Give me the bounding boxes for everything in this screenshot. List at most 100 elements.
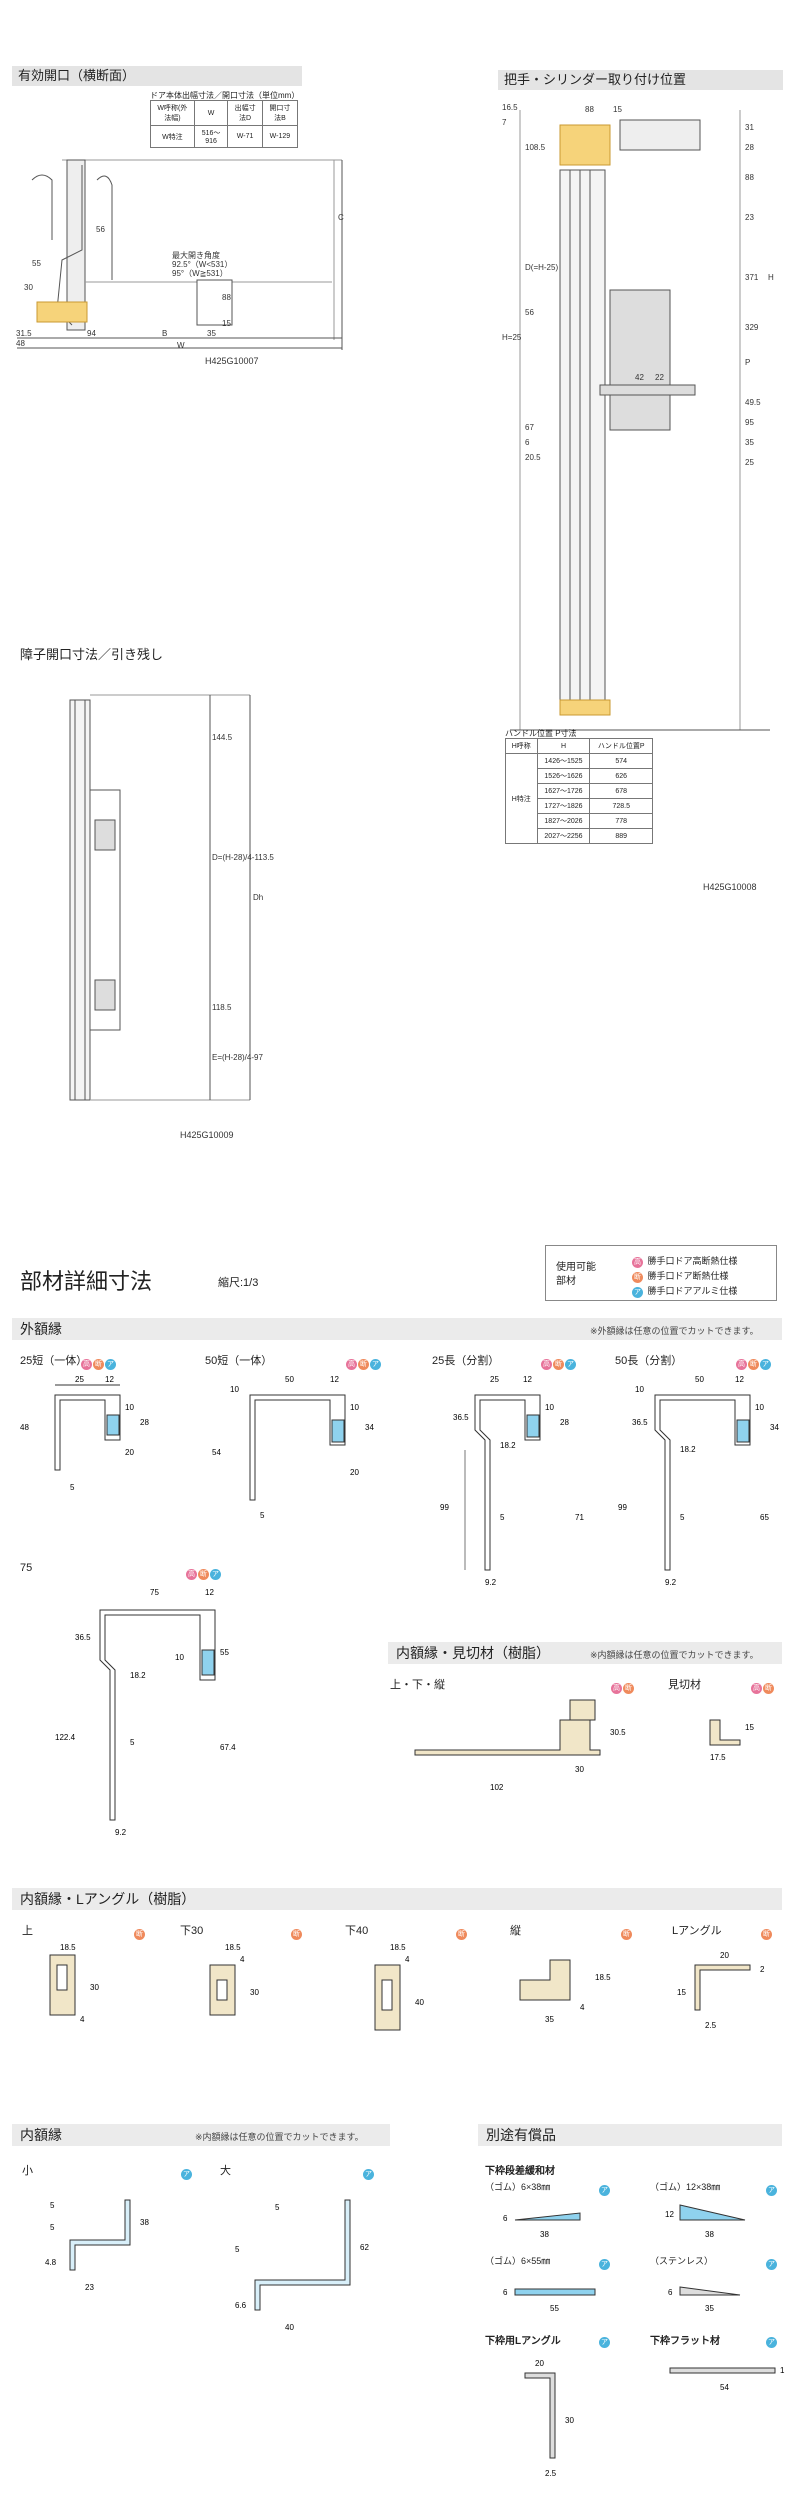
table-cell: H特注: [505, 753, 538, 844]
section-note: ※内額縁は任意の位置でカットできます。: [195, 2132, 364, 2142]
dim-label: 31: [745, 123, 754, 132]
sash-opening-drawing: 144.5 D=(H-28)/4-113.5 Dh 118.5 E=(H-28)…: [69, 694, 274, 1101]
dim-label: 20: [125, 1448, 134, 1457]
dim-label: 12: [205, 1588, 214, 1597]
dim-label: 20.5: [525, 453, 541, 462]
dim-label: 5: [500, 1513, 505, 1522]
dim-label: 30: [90, 1983, 99, 1992]
dim-label: 12: [330, 1375, 339, 1384]
dim-label: 12: [735, 1375, 744, 1384]
dim-label: 4.8: [45, 2258, 57, 2267]
dim-label: 25: [745, 458, 754, 467]
profile-drawing: 12 38: [665, 2204, 746, 2239]
badge-icon: ア: [105, 1359, 116, 1370]
dim-label: 108.5: [525, 143, 546, 152]
dim-label: H=25: [502, 333, 522, 342]
badge-icon: 断: [763, 1683, 774, 1694]
dim-label: 10: [230, 1385, 239, 1394]
dim-label: 6: [668, 2288, 673, 2297]
badge-icon: 断: [748, 1359, 759, 1370]
handle-table-caption: ハンドル位置 P寸法: [505, 729, 577, 738]
table-header: W呼称(外法幅): [150, 100, 195, 126]
dim-label: 48: [16, 339, 25, 348]
part-name: 25短（一体）: [20, 1355, 88, 1367]
dim-label: 9.2: [115, 1828, 127, 1837]
dim-label: H: [768, 273, 774, 282]
legend-item: ア 勝手口ドアアルミ仕様: [631, 1281, 737, 1299]
dim-label: 75: [150, 1588, 159, 1597]
part-name: 上: [22, 1925, 33, 1937]
dim-label: 5: [70, 1483, 75, 1492]
profile-drawing: 15 17.5: [709, 1719, 754, 1762]
dim-label: 36.5: [453, 1413, 469, 1422]
section-note: ※内額縁は任意の位置でカットできます。: [590, 1650, 759, 1660]
dim-label: 88: [745, 173, 754, 182]
badge-group: 高断ア: [185, 1563, 221, 1581]
dim-label: 12: [105, 1375, 114, 1384]
dim-label: 10: [350, 1403, 359, 1412]
table-cell: W-71: [227, 125, 263, 148]
badge-icon: ア: [599, 2337, 610, 2348]
dim-label: 88: [222, 293, 231, 302]
dim-label: 67: [525, 423, 534, 432]
dim-label: 10: [635, 1385, 644, 1394]
dim-label: 62: [360, 2243, 369, 2252]
badge-group: ア: [598, 2253, 610, 2271]
dim-label: 28: [745, 143, 754, 152]
dim-label: 30: [565, 2416, 574, 2425]
dim-label: 16.5: [502, 103, 518, 112]
legend-text: 勝手口ドア断熱仕様: [647, 1271, 729, 1281]
profile-drawing: 6 55: [503, 2288, 596, 2313]
badge-group: 高断ア: [735, 1353, 771, 1371]
dim-label: 55: [220, 1648, 229, 1657]
dim-label: 95: [745, 418, 754, 427]
dim-label: 18.2: [680, 1445, 696, 1454]
dim-label: 10: [755, 1403, 764, 1412]
dim-label: 36.5: [632, 1418, 648, 1427]
part-name: （ゴム）12×38㎜: [650, 2182, 721, 2192]
dim-label: 20: [350, 1468, 359, 1477]
dim-label: 329: [745, 323, 759, 332]
section-header-inner-angle: 内額縁・Lアングル（樹脂）: [12, 1888, 782, 1910]
part-name: （ゴム）6×38㎜: [485, 2182, 551, 2192]
dim-label: 40: [285, 2323, 294, 2332]
dim-label: 56: [525, 308, 534, 317]
part-name: 25長（分割）: [432, 1355, 500, 1367]
dim-label: 12: [523, 1375, 532, 1384]
dim-label: 1: [780, 2366, 785, 2375]
dim-label: 15: [222, 319, 231, 328]
dim-label: 15: [613, 105, 622, 114]
profile-drawing: 25 12 10 28 36.5 18.2 99 5 71 9.2: [440, 1375, 584, 1587]
dimension-table: W呼称(外法幅) W 出幅寸法D 開口寸法B W特注 516～916 W-71 …: [150, 100, 299, 148]
dim-label: 18.2: [130, 1671, 146, 1680]
dim-label: 23: [745, 213, 754, 222]
badge-icon: ア: [766, 2337, 777, 2348]
dim-label: 371: [745, 273, 759, 282]
badge-group: 断: [133, 1923, 145, 1941]
badge-icon: 断: [456, 1929, 467, 1940]
badge-group: ア: [598, 2179, 610, 2197]
profile-drawing: 25 12 48 10 28 20 5: [20, 1375, 149, 1492]
dim-label: Dh: [253, 893, 263, 902]
dim-label: 144.5: [212, 733, 233, 742]
dim-label: 99: [618, 1503, 627, 1512]
dim-label: 18.5: [595, 1973, 611, 1982]
section-title-effective-opening: 有効開口（横断面）: [12, 66, 302, 86]
profile-drawing: 38 5 5 4.8 23: [45, 2199, 149, 2292]
dim-label: 28: [140, 1418, 149, 1427]
badge-group: 断: [455, 1923, 467, 1941]
profile-drawing: 10 50 12 10 34 36.5 18.2 99 5 65 9.2: [618, 1375, 779, 1587]
dim-label: 56: [96, 225, 105, 234]
profile-drawing: 20 30 2.5: [524, 2359, 574, 2478]
badge-group: ア: [765, 2331, 777, 2349]
table-cell: 778: [589, 813, 653, 829]
dim-label: 94: [87, 329, 96, 338]
dim-label: 4: [80, 2015, 85, 2024]
dim-label: 65: [760, 1513, 769, 1522]
badge-icon: ア: [599, 2185, 610, 2196]
dim-label: 2.5: [705, 2021, 717, 2030]
handle-position-drawing: 88 15 31 28 88 23 371 329 P 49.5 95 35 2…: [502, 103, 774, 731]
dim-label: 48: [20, 1423, 29, 1432]
part-name: （ステンレス）: [650, 2256, 714, 2266]
dim-label: 50: [285, 1375, 294, 1384]
